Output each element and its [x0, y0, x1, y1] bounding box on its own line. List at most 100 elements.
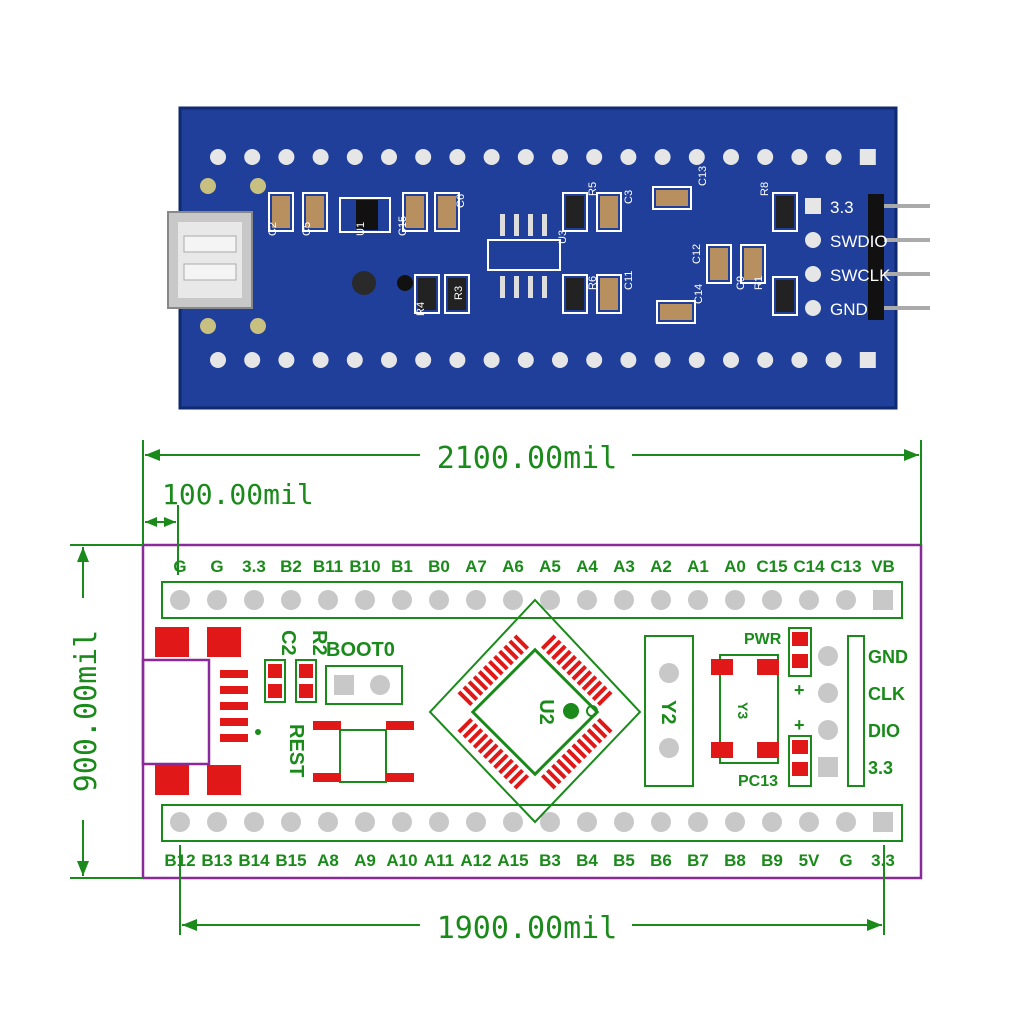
- dim-height-label: 900.00mil: [69, 630, 104, 793]
- top-pin-label: 3.3: [242, 557, 266, 576]
- top-pin-label: B1: [391, 557, 413, 576]
- photo-silk-label: U3: [557, 230, 569, 244]
- photo-hole: [723, 149, 739, 165]
- mcu-pad: [566, 748, 582, 765]
- boot0-label: BOOT0: [326, 639, 395, 661]
- photo-u3-outline: [487, 239, 561, 271]
- photo-part-outline: [596, 192, 622, 232]
- top-pin-label: VB: [871, 557, 895, 576]
- usb-outline: [141, 658, 211, 766]
- mcu-pad: [472, 733, 489, 749]
- photo-part-outline: [268, 192, 294, 232]
- swd-header-pins: [868, 194, 930, 320]
- mcu-pad: [457, 690, 474, 707]
- photo-u3-pin: [528, 276, 533, 298]
- boot0-jumper: BOOT0: [325, 639, 403, 705]
- photo-hole: [381, 149, 397, 165]
- bottom-pin: [577, 812, 597, 832]
- photo-hole: [415, 149, 432, 165]
- bottom-pin: [466, 812, 486, 832]
- mcu-pad: [581, 733, 598, 749]
- mcu-pad: [493, 753, 509, 770]
- mcu-pad: [596, 717, 613, 734]
- photo-silk-label: R3: [453, 286, 465, 300]
- bottom-pin: [170, 812, 190, 832]
- bottom-pin: [651, 812, 671, 832]
- photo-hole: [312, 149, 329, 165]
- photo-swd-hole: [805, 300, 821, 316]
- photo-silk-label: C9: [735, 276, 747, 290]
- mcu-pad: [551, 644, 567, 661]
- top-pin: [503, 590, 523, 610]
- photo-u3-pin: [528, 214, 533, 236]
- photo-hole: [278, 352, 295, 368]
- bottom-pin-label: B5: [613, 851, 635, 870]
- photo-part-outline: [402, 192, 428, 232]
- photo-hole: [586, 149, 603, 165]
- photo-hole: [312, 352, 329, 368]
- mcu-pad: [546, 639, 562, 656]
- photo-hole: [688, 352, 705, 368]
- photo-hole: [791, 149, 808, 165]
- photo-hole: [825, 352, 842, 368]
- photo-silk-label: U1: [355, 222, 367, 236]
- photo-hole: [723, 352, 739, 368]
- bottom-pin: [725, 812, 745, 832]
- photo-part: [600, 196, 618, 228]
- mcu-label: U2: [535, 699, 557, 725]
- top-pin-label: B11: [313, 557, 343, 576]
- photo-hole: [244, 352, 261, 368]
- photo-mount-pad: [200, 318, 216, 334]
- bottom-pin-label: 5V: [799, 851, 820, 870]
- mcu-pad: [477, 738, 494, 754]
- photo-header-label: GND: [830, 300, 868, 319]
- photo-silk-label: C3: [623, 190, 635, 204]
- mcu-pad: [482, 665, 499, 681]
- mcu-pad: [508, 768, 524, 785]
- photo-swd-hole: [805, 198, 821, 214]
- top-pin-label: B10: [349, 557, 380, 576]
- photo-u1-outline: [339, 197, 391, 233]
- bottom-pin: [207, 812, 227, 832]
- mcu-pad: [591, 685, 608, 701]
- mcu-pad: [513, 773, 530, 790]
- mcu-pad: [561, 753, 577, 770]
- photo-hole: [346, 352, 363, 368]
- mcu-pad: [556, 758, 572, 775]
- usb-finger-pad: [220, 718, 248, 726]
- reset-label: REST: [285, 724, 307, 777]
- mcu-pad: [571, 743, 588, 759]
- top-pin: [762, 590, 782, 610]
- usb-connector: [167, 211, 253, 309]
- photo-part-outline: [596, 274, 622, 314]
- photo-hole: [620, 149, 637, 165]
- photo-silk-label: C12: [691, 244, 703, 264]
- photo-silk-label: R6: [587, 276, 599, 290]
- bottom-pin: [762, 812, 782, 832]
- bottom-pin-label: B3: [539, 851, 561, 870]
- top-pin-label: A3: [613, 557, 635, 576]
- dim-pin-offset-label: 100.00mil: [162, 478, 314, 511]
- pwr-led: PWR +: [744, 627, 812, 700]
- bottom-pin: [355, 812, 375, 832]
- photo-hole: [210, 352, 226, 368]
- bottom-pin: [503, 812, 523, 832]
- top-pin: [540, 590, 560, 610]
- mcu-pad: [457, 717, 474, 734]
- pcb-board: [180, 108, 896, 408]
- mcu-pad: [586, 680, 603, 696]
- photo-header-label: 3.3: [830, 198, 854, 217]
- photo-hole: [517, 149, 534, 165]
- top-pin-square: [873, 590, 893, 610]
- bottom-header-body: [161, 804, 903, 842]
- photo-via: [397, 275, 413, 291]
- bottom-pin: [318, 812, 338, 832]
- photo-hole: [552, 352, 568, 368]
- bottom-pin-label: B14: [238, 851, 270, 870]
- photo-part-outline: [562, 192, 588, 232]
- usb-pads: [155, 627, 261, 795]
- top-pin: [281, 590, 301, 610]
- top-pin: [688, 590, 708, 610]
- top-pin-label: A4: [576, 557, 598, 576]
